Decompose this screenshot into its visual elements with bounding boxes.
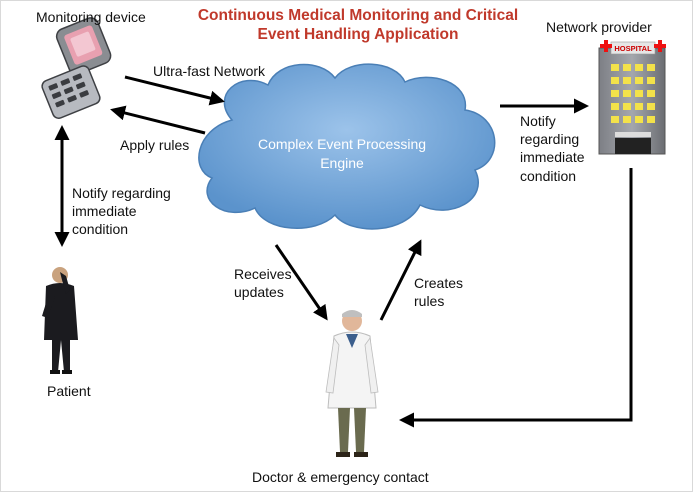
network-provider-label: Network provider <box>546 19 652 35</box>
doctor-figure <box>325 310 379 457</box>
notify-patient-line-1: Notify regarding <box>72 185 171 201</box>
edge-label-ultra-fast-network: Ultra-fast Network <box>153 63 266 79</box>
cep-engine-line-1: Complex Event Processing <box>257 136 427 152</box>
arrow-creates-rules <box>379 239 422 321</box>
monitoring-device-label: Monitoring device <box>36 9 146 25</box>
cep-engine-label: Complex Event Processing Engine <box>237 135 447 173</box>
edge-label-notify-patient: Notify regarding immediate condition <box>72 184 171 239</box>
arrow-apply-rules <box>110 105 206 135</box>
edge-label-notify-provider: Notify regarding immediate condition <box>520 112 585 185</box>
edge-label-receives-updates: Receives updates <box>234 265 292 301</box>
flip-phone-icon <box>41 17 112 119</box>
notify-provider-line-2: regarding <box>520 131 580 148</box>
cep-cloud <box>198 63 496 230</box>
receives-updates-line-1: Receives <box>234 266 292 282</box>
title-line-2: Event Handling Application <box>257 26 459 44</box>
doctor-label: Doctor & emergency contact <box>252 469 429 485</box>
receives-updates-line-2: updates <box>234 284 284 301</box>
notify-patient-line-3: condition <box>72 221 129 238</box>
notify-provider-line-3: immediate <box>520 149 585 166</box>
edge-label-apply-rules: Apply rules <box>120 137 190 153</box>
arrow-receives-updates <box>274 244 328 321</box>
arrow-ultra-fast-network <box>124 75 225 106</box>
notify-provider-line-4: condition <box>520 167 577 184</box>
creates-rules-line-1: Creates <box>414 275 464 291</box>
patient-figure <box>42 267 78 374</box>
patient-label: Patient <box>47 383 91 399</box>
red-cross-icon <box>600 40 666 52</box>
diagram-title: Continuous Medical Monitoring and Critic… <box>178 6 538 45</box>
cep-engine-line-2: Engine <box>320 154 364 171</box>
hospital-sign: HOSPITAL <box>614 44 652 53</box>
hospital-building-icon: HOSPITAL <box>598 40 666 155</box>
title-line-1: Continuous Medical Monitoring and Critic… <box>197 7 519 24</box>
arrow-provider-to-doctor <box>399 168 633 428</box>
notify-patient-line-2: immediate <box>72 203 137 220</box>
creates-rules-line-2: rules <box>414 293 445 310</box>
edge-label-creates-rules: Creates rules <box>414 274 463 310</box>
notify-provider-line-1: Notify <box>520 113 556 129</box>
